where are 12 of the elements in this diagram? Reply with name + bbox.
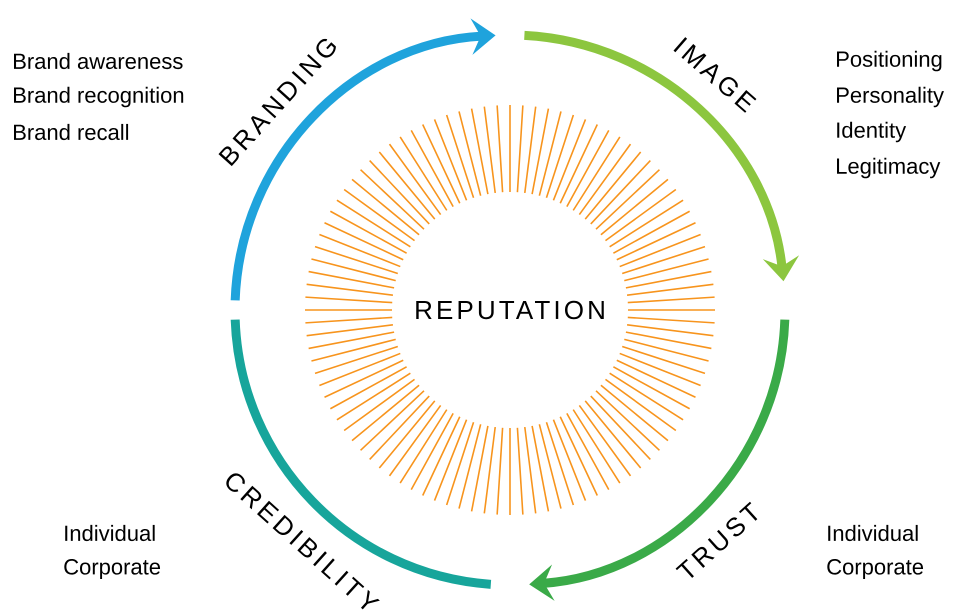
list-item: Positioning [837,50,942,72]
list-item: Individual [65,524,155,542]
list-item: Individual [828,524,918,542]
list-item: Brand recognition [14,86,184,108]
list-item: Identity [837,122,906,142]
list-item: Personality [837,86,944,108]
list-item: Corporate [64,559,160,579]
list-item: Corporate [827,559,924,579]
list-item: Brand recall [14,124,128,140]
list-item: Brand awareness [14,52,183,70]
list-item: Legitimacy [837,158,940,178]
center-label: REPUTATION [416,300,604,320]
